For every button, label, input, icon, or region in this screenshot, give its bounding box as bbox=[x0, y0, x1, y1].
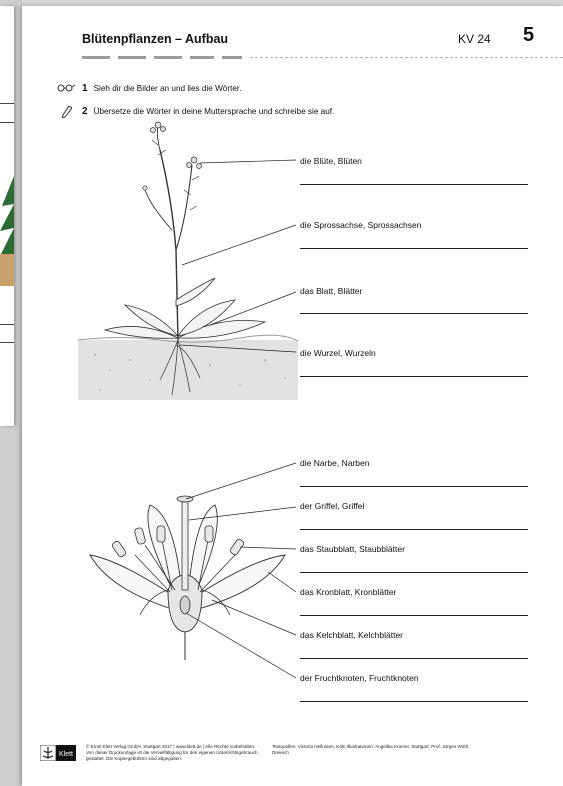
plant-illustration bbox=[78, 122, 298, 400]
writing-line[interactable] bbox=[300, 572, 528, 573]
plant-label-blatt: das Blatt, Blätter bbox=[300, 286, 362, 296]
writing-line[interactable] bbox=[300, 615, 528, 616]
writing-line[interactable] bbox=[300, 529, 528, 530]
flower-label-staubblatt: das Staubblatt, Staubblätter bbox=[300, 544, 405, 554]
plant-label-wurzel: die Wurzel, Wurzeln bbox=[300, 348, 376, 358]
flower-label-fruchtknoten: der Fruchtknoten, Fruchtknoten bbox=[300, 673, 419, 683]
flower-label-kronblatt: das Kronblatt, Kronblätter bbox=[300, 587, 396, 597]
flower-cross-section bbox=[90, 496, 285, 660]
writing-line[interactable] bbox=[300, 658, 528, 659]
writing-line[interactable] bbox=[300, 248, 528, 249]
writing-line[interactable] bbox=[300, 701, 528, 702]
flower-label-kelchblatt: das Kelchblatt, Kelchblätter bbox=[300, 630, 403, 640]
plant-label-bluete: die Blüte, Blüten bbox=[300, 156, 362, 166]
footer-copyright: © Ernst Klett Verlag GmbH, Stuttgart 201… bbox=[86, 744, 262, 762]
footer-sources: Textquellen: Victoria Hellmann, Köln Ill… bbox=[272, 744, 472, 756]
writing-line[interactable] bbox=[300, 486, 528, 487]
flower-label-griffel: der Griffel, Griffel bbox=[300, 501, 364, 511]
writing-line[interactable] bbox=[300, 184, 528, 185]
klett-logo: Klett bbox=[40, 745, 76, 761]
writing-line[interactable] bbox=[300, 313, 528, 314]
writing-line[interactable] bbox=[300, 376, 528, 377]
flower-label-narbe: die Narbe, Narben bbox=[300, 458, 369, 468]
plant-label-sprossachse: die Sprossachse, Sprossachsen bbox=[300, 220, 421, 230]
svg-text:Klett: Klett bbox=[59, 751, 73, 758]
